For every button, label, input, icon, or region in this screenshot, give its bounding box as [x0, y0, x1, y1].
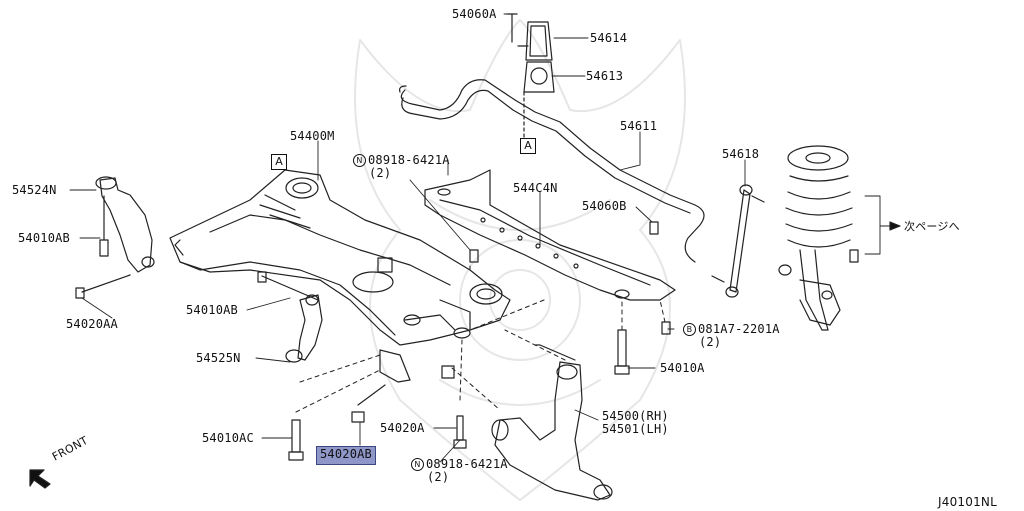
part-label-544C4N[interactable]: 544C4N	[513, 181, 558, 195]
stabilizer-bracket	[506, 13, 555, 139]
part-label-54020A[interactable]: 54020A	[380, 421, 425, 435]
strut-assembly	[778, 145, 859, 331]
lower-link-bracket	[257, 271, 323, 363]
nut-symbol-icon: N	[353, 154, 366, 167]
part-code-08918-bottom: 08918-6421A	[426, 457, 508, 471]
part-label-54618[interactable]: 54618	[722, 147, 760, 161]
part-label-54010AB-left[interactable]: 54010AB	[18, 231, 70, 245]
nut-symbol-icon: N	[411, 458, 424, 471]
part-label-54614[interactable]: 54614	[590, 31, 628, 45]
ref-marker-a-right: A	[520, 138, 536, 154]
alignment-lines	[295, 261, 666, 413]
part-label-54020AA[interactable]: 54020AA	[66, 317, 118, 331]
part-label-54060B[interactable]: 54060B	[582, 199, 627, 213]
arrows	[29, 221, 901, 489]
part-label-54613[interactable]: 54613	[586, 69, 624, 83]
part-label-54500-54501[interactable]: 54500(RH) 54501(LH)	[602, 410, 669, 436]
diagram-id: J40101NL	[938, 495, 997, 509]
part-label-54010AC[interactable]: 54010AC	[202, 431, 254, 445]
left-upper-bracket	[75, 176, 155, 299]
part-qty-08918-top: (2)	[369, 166, 392, 180]
part-label-54010A[interactable]: 54010A	[660, 361, 705, 375]
leader-lines	[69, 13, 891, 463]
front-subframe	[169, 169, 511, 383]
part-code-08918-top: 08918-6421A	[368, 153, 450, 167]
ref-marker-a-left: A	[271, 154, 287, 170]
part-label-54611[interactable]: 54611	[620, 119, 658, 133]
lower-control-arm	[491, 344, 613, 501]
part-label-54500: 54500(RH)	[602, 409, 669, 423]
stabilizer-link	[711, 184, 765, 298]
part-label-54400M[interactable]: 54400M	[290, 129, 335, 143]
part-label-54501: 54501(LH)	[602, 422, 669, 436]
part-label-54525N[interactable]: 54525N	[196, 351, 241, 365]
part-label-54020AB-highlighted[interactable]: 54020AB	[316, 446, 376, 465]
bolt-symbol-icon: B	[683, 323, 696, 336]
fastener-shapes	[288, 221, 671, 461]
part-label-54524N[interactable]: 54524N	[12, 183, 57, 197]
support-member	[424, 169, 676, 301]
part-label-54010AB-mid[interactable]: 54010AB	[186, 303, 238, 317]
part-code-081A7: 081A7-2201A	[698, 322, 780, 336]
part-label-54060A[interactable]: 54060A	[452, 7, 497, 21]
next-page-link[interactable]: 次ページへ	[904, 220, 960, 233]
stabilizer-bar	[399, 79, 705, 263]
part-qty-08918-bottom: (2)	[427, 470, 450, 484]
part-qty-081A7: (2)	[699, 335, 722, 349]
